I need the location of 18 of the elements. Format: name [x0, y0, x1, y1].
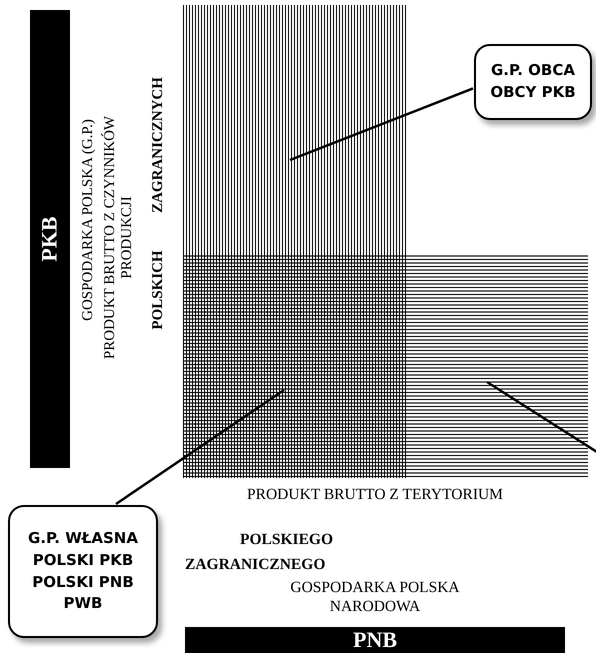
label-text: POLSKIEGO	[240, 531, 334, 550]
callout-text: G.P. OBCA	[491, 60, 575, 82]
callout-text: POLSKI PKB	[32, 550, 134, 571]
label-text: GOSPODARKA POLSKA (G.P.)	[80, 118, 96, 323]
callout-text: G.P. WŁASNA	[28, 528, 138, 549]
callout-text: OBCY PKB	[490, 82, 576, 103]
label-text: POLSKICH	[150, 250, 166, 330]
label-text: ZAGRANICZNEGO	[185, 556, 326, 575]
speech-bubble	[474, 44, 592, 120]
title-bar: PKB	[30, 10, 70, 468]
speech-bubble	[8, 505, 158, 638]
callout-text: PWB	[64, 593, 102, 614]
label-text: ZAGRANICZNYCH	[150, 76, 166, 215]
title-bar: PNB	[185, 627, 565, 653]
label-text: GOSPODARKA POLSKA NARODOWA	[289, 579, 461, 616]
label-text: PRODUKT BRUTTO Z TERYTORIUM	[246, 486, 504, 505]
label-text: PRODUKT BRUTTO Z CZYNNIKÓW PRODUKCJI	[102, 114, 135, 362]
callout-text: POLSKI PNB	[32, 572, 134, 592]
